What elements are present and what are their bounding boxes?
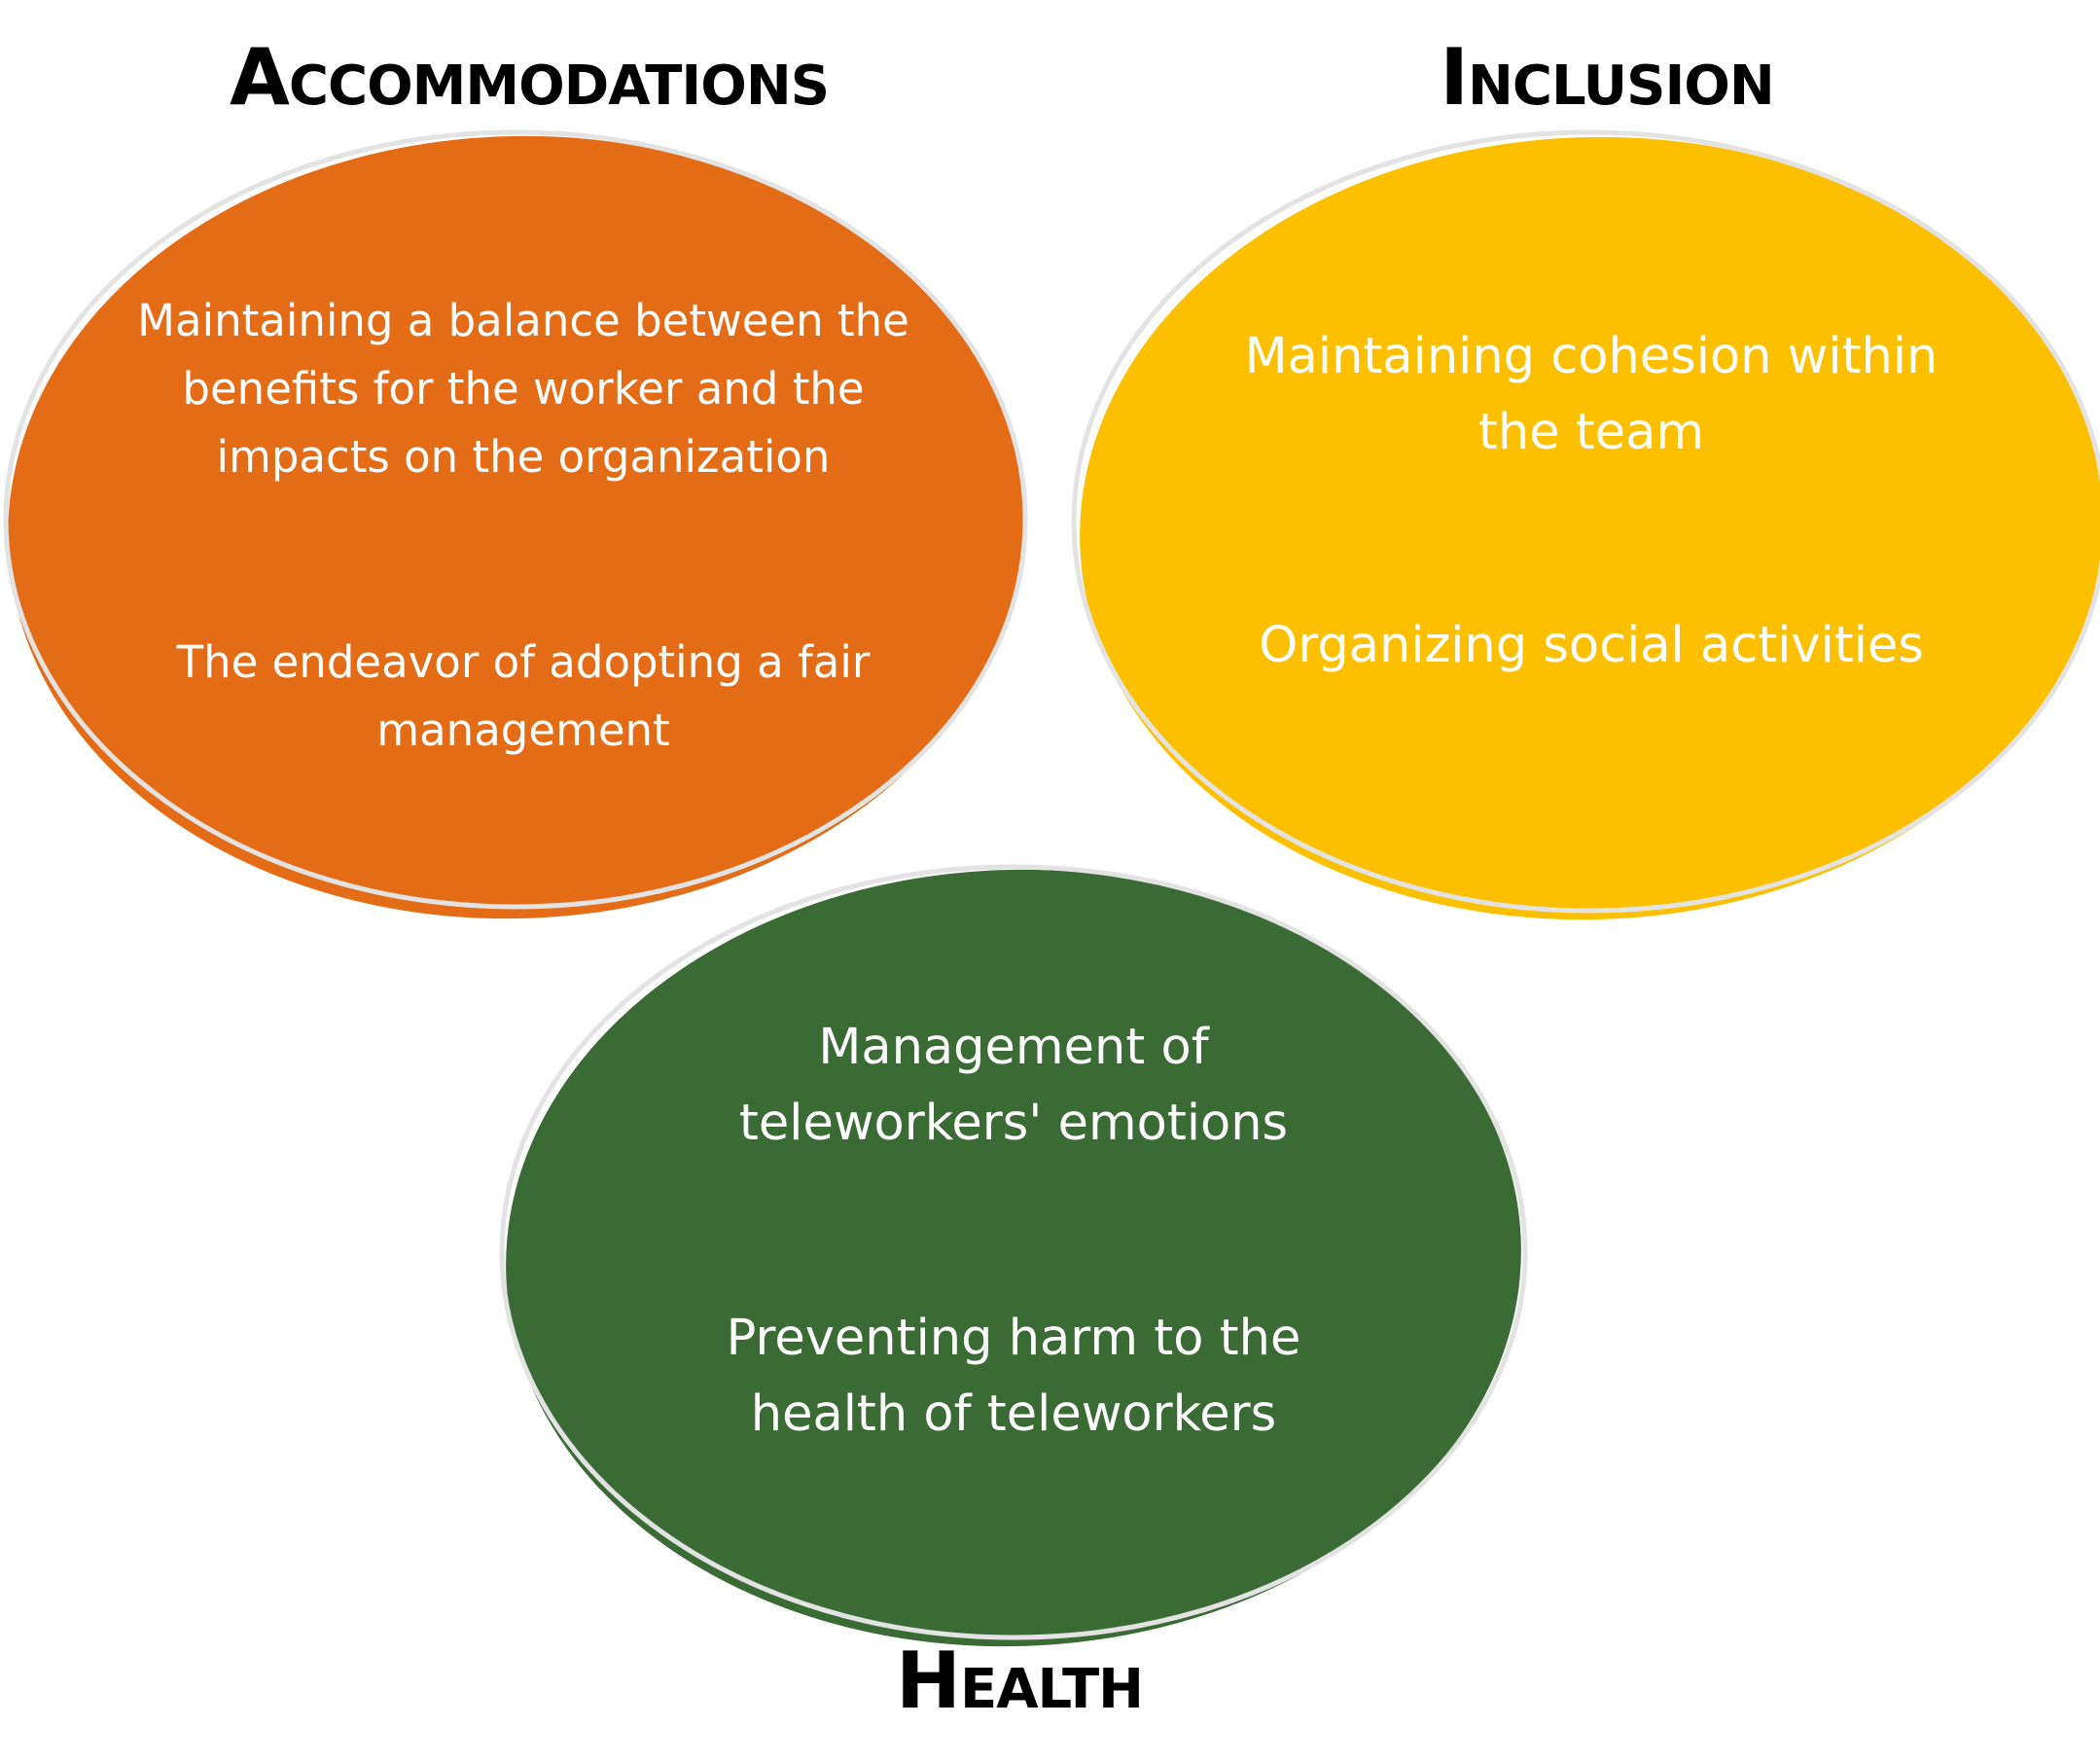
health-heading: Health [895, 1636, 1144, 1726]
inclusion-item-cohesion-line: Maintaining cohesion within [1244, 328, 1939, 385]
accommodations-item-balance-line: benefits for the worker and the [182, 363, 865, 414]
health-item-emotions-line: teleworkers' emotions [738, 1095, 1289, 1152]
health-item-prevent-harm-line: Preventing harm to the [726, 1310, 1301, 1367]
accommodations-heading: Accommodations [229, 32, 830, 123]
inclusion-bubble-fill [1080, 136, 2100, 920]
accommodations-bubble-fill [8, 135, 1023, 919]
health-item-prevent-harm-line: health of teleworkers [750, 1385, 1277, 1443]
health-item-prevent-harm: Preventing harm to the health of telewor… [727, 1301, 1301, 1453]
accommodations-item-balance-line: impacts on the organization [216, 431, 831, 483]
inclusion-item-social-activities: Organizing social activities [1259, 608, 1924, 684]
accommodations-item-fair-management-line: management [376, 704, 670, 756]
health-bubble-outline [499, 864, 1528, 1640]
accommodations-item-fair-management-line: The endeavor of adopting a fair [176, 636, 871, 688]
accommodations-bubble-outline [3, 129, 1028, 910]
inclusion-item-cohesion-line: the team [1477, 404, 1705, 461]
inclusion-bubble [1071, 129, 2100, 920]
inclusion-item-cohesion: Maintaining cohesion within the team [1245, 319, 1939, 471]
accommodations-item-balance-line: Maintaining a balance between the [137, 295, 909, 346]
accommodations-item-balance: Maintaining a balance between the benefi… [137, 287, 909, 491]
health-item-emotions: Management of teleworkers' emotions [739, 1010, 1288, 1162]
inclusion-heading: Inclusion [1440, 32, 1775, 123]
health-bubble-fill [506, 869, 1521, 1647]
accommodations-bubble [3, 129, 1028, 919]
inclusion-item-social-activities-line: Organizing social activities [1259, 617, 1924, 674]
inclusion-bubble-outline [1071, 129, 2100, 914]
accommodations-item-fair-management: The endeavor of adopting a fair manageme… [177, 629, 871, 765]
health-item-emotions-line: Management of [818, 1019, 1209, 1076]
health-bubble [499, 864, 1528, 1647]
